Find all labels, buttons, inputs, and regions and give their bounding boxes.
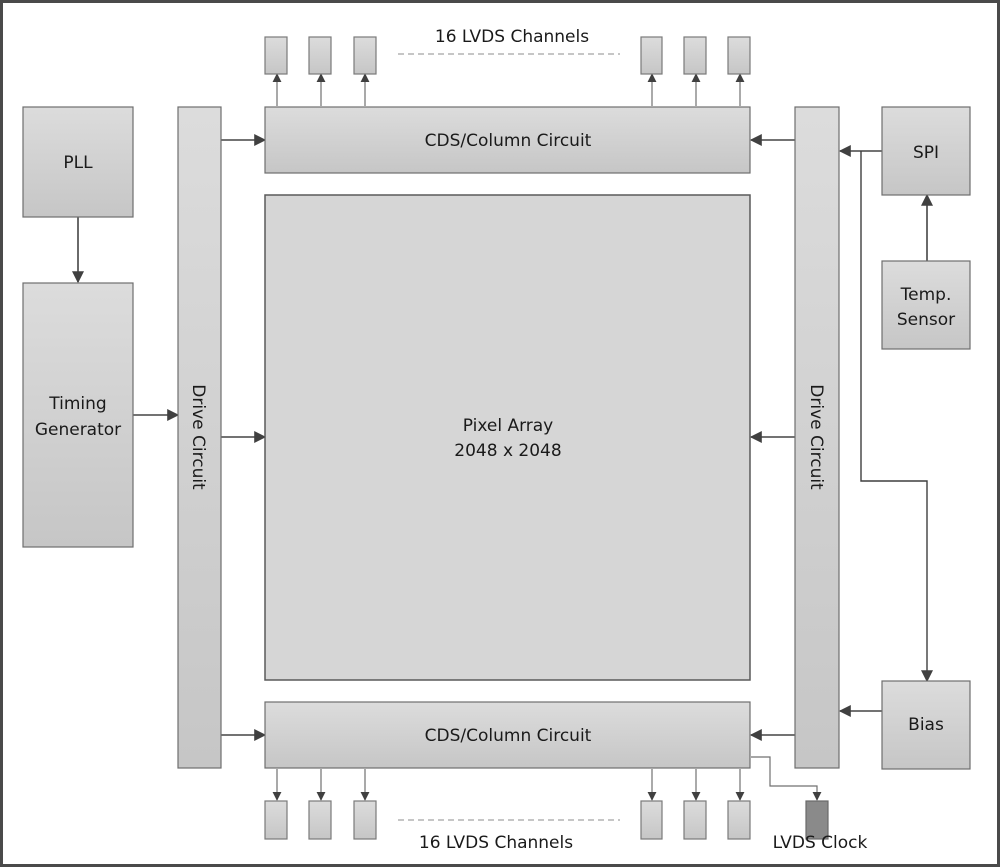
lvds-channel-bottom [308,800,332,840]
temp-sensor-label-line1: Temp. [900,285,952,305]
lvds-channel-top [308,36,332,75]
block-temp-sensor: Temp. Sensor [881,260,971,350]
block-cds-top: CDS/Column Circuit [264,106,751,174]
lvds-channel-bottom [353,800,377,840]
cds-top-label: CDS/Column Circuit [425,131,592,151]
timing-generator-label-line2: Generator [35,420,121,440]
block-drive-circuit-left: Drive Circuit [177,106,222,769]
drive-circuit-right-label: Drive Circuit [806,384,826,490]
wire-spi-to-bias [860,151,933,683]
lvds-clock-label: LVDS Clock [773,833,868,853]
block-cds-bottom: CDS/Column Circuit [264,701,751,769]
block-spi: SPI [881,106,971,196]
lvds-channel-top [640,36,663,75]
wires [72,134,933,801]
lvds-channel-bottom [640,800,663,840]
lvds-channel-bottom [683,800,707,840]
lvds-clock-block [805,800,829,840]
block-timing-generator: Timing Generator [22,282,134,548]
drive-circuit-left-label: Drive Circuit [188,384,208,490]
lvds-bottom-group: 16 LVDS Channels [264,800,751,853]
block-pll: PLL [22,106,134,218]
lvds-channel-top [264,36,288,75]
lvds-bottom-label: 16 LVDS Channels [419,833,573,853]
lvds-top-label: 16 LVDS Channels [435,27,589,47]
wire-cds-to-lvds-clock [751,756,822,801]
block-pixel-array: Pixel Array 2048 x 2048 [264,194,751,681]
lvds-channel-top [353,36,377,75]
block-bias: Bias [881,680,971,770]
cds-bottom-label: CDS/Column Circuit [425,726,592,746]
pixel-array-size: 2048 x 2048 [454,441,561,461]
lvds-channel-bottom [264,800,288,840]
lvds-channel-top [727,36,751,75]
block-drive-circuit-right: Drive Circuit [794,106,840,769]
spi-label: SPI [913,143,939,163]
timing-generator-label-line1: Timing [48,394,106,414]
lvds-clock: LVDS Clock [773,800,868,853]
temp-sensor-label-line2: Sensor [897,310,955,330]
lvds-top-group: 16 LVDS Channels [264,27,751,75]
top-lvds-wires [272,73,745,106]
bias-label: Bias [908,715,944,735]
lvds-channel-bottom [727,800,751,840]
bottom-lvds-wires [272,769,745,801]
pixel-array-label: Pixel Array [463,416,554,436]
pll-label: PLL [63,153,93,173]
lvds-channel-top [683,36,707,75]
